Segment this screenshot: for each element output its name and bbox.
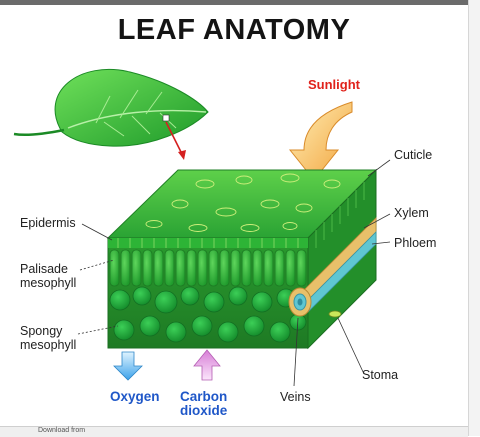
palisade-cells [109, 249, 307, 287]
top-surface-cells [145, 173, 341, 232]
carbon-dioxide-arrow [193, 349, 221, 381]
label-sunlight: Sunlight [308, 77, 360, 92]
leaf-icon [13, 68, 209, 147]
sunlight-arrow [288, 101, 353, 181]
palisade-leader [79, 259, 115, 271]
label-palisade-line1: Palisade [20, 262, 68, 276]
leaf-anatomy-diagram [13, 68, 391, 387]
label-spongy-mesophyll: Spongy mesophyll [20, 324, 76, 352]
xylem-leader [363, 213, 391, 229]
label-cuticle: Cuticle [394, 148, 433, 162]
epidermis-cells [117, 238, 299, 248]
download-text: Download from [38, 427, 86, 434]
download-bar: Download from [0, 426, 468, 437]
label-carbon-line2: dioxide [180, 403, 228, 418]
label-veins: Veins [280, 390, 311, 404]
label-palisade-mesophyll: Palisade mesophyll [20, 262, 76, 290]
spongy-leader [77, 325, 119, 335]
label-spongy-line1: Spongy [20, 324, 63, 338]
right-face-cells [315, 182, 365, 248]
label-spongy-line2: mesophyll [20, 338, 77, 352]
label-epidermis: Epidermis [20, 216, 76, 230]
pointer-arrow-head [178, 150, 186, 160]
label-carbon-dioxide: Carbon dioxide [180, 390, 227, 418]
spongy-cells [109, 286, 307, 343]
leader-lines [77, 159, 391, 387]
epidermis-leader [81, 223, 113, 241]
oxygen-arrow [113, 351, 143, 381]
pointer-arrow [165, 121, 184, 157]
label-carbon-line1: Carbon [180, 389, 228, 404]
epidermis-layer [108, 238, 308, 248]
label-phloem: Phloem [394, 236, 437, 250]
window-top-bar [0, 0, 480, 5]
label-palisade-line2: mesophyll [20, 276, 77, 290]
vein-tube [288, 217, 377, 317]
label-stoma: Stoma [362, 368, 399, 382]
phloem-leader [371, 241, 391, 245]
vein-core [297, 298, 303, 306]
label-xylem: Xylem [394, 206, 429, 220]
scrollbar[interactable] [468, 0, 480, 436]
cuticle-leader [367, 159, 391, 177]
veins-leader [293, 317, 299, 387]
stoma-leader [337, 317, 365, 375]
label-oxygen: Oxygen [110, 389, 160, 404]
diagram-title: LEAF ANATOMY [117, 14, 351, 46]
stoma-opening [328, 310, 342, 318]
